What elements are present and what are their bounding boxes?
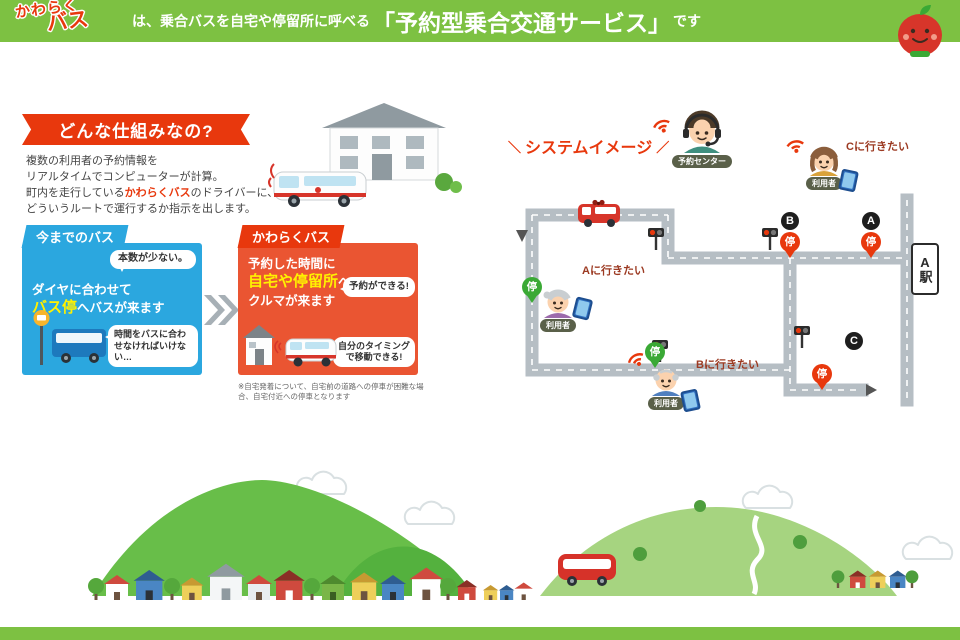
kawaraku-bus-panel: かわらくバス 予約した時間に 自宅や停留所へ クルマが来ます 予約ができる! 自… bbox=[237, 225, 418, 375]
system-image-heading-text: システムイメージ bbox=[525, 140, 653, 157]
cloud-icon bbox=[741, 484, 794, 509]
elderly-woman-avatar-icon bbox=[543, 289, 572, 318]
heading-mark-left: ＼ bbox=[508, 139, 522, 155]
traffic-signal-icon bbox=[648, 228, 664, 250]
traffic-signal-icon bbox=[762, 228, 778, 250]
cloud-icon bbox=[295, 470, 348, 495]
route-arrow-right-icon bbox=[866, 384, 877, 396]
howit-line2: リアルタイムでコンピューターが計算。 bbox=[26, 170, 224, 183]
header-band bbox=[0, 0, 960, 42]
kawaraku-bus-tab: かわらくバス bbox=[237, 225, 345, 248]
bus-stop-illustration bbox=[33, 310, 106, 365]
old-bus-tab: 今までのバス bbox=[21, 225, 129, 248]
how-it-works-description: 複数の利用者の予約情報を リアルタイムでコンピューターが計算。 町内を走行してい… bbox=[26, 154, 288, 218]
user-b: 利用者 bbox=[648, 360, 684, 410]
stop-badge-b: B bbox=[781, 212, 799, 230]
stop-pin-red-b: 停 bbox=[780, 232, 800, 258]
old-bus-line1: ダイヤに合わせて bbox=[32, 283, 132, 297]
red-bus-icon bbox=[558, 554, 616, 586]
village-houses bbox=[88, 563, 919, 600]
stop-pin-red-a: 停 bbox=[861, 232, 881, 258]
home-and-van-illustration bbox=[243, 325, 337, 367]
brand-inline: かわらくバス bbox=[124, 186, 191, 199]
cloud-icon bbox=[901, 535, 954, 560]
station-label: A駅 bbox=[911, 243, 939, 295]
user-label: 利用者 bbox=[806, 177, 842, 190]
operator-avatar-icon bbox=[683, 110, 721, 153]
heading-mark-right: ／ bbox=[656, 139, 670, 155]
apple-mascot-icon bbox=[898, 5, 942, 57]
kawaraku-bus-vehicle-icon bbox=[578, 199, 620, 227]
user-a: 利用者 bbox=[540, 282, 576, 332]
header-tagline: は、乗合バスを自宅や停留所に呼べる 「予約型乗合交通サービス」 です bbox=[132, 0, 701, 42]
route-arrow-down-icon bbox=[516, 230, 528, 242]
user-c: 利用者 bbox=[806, 140, 842, 190]
new-bus-bubble-own-timing: 自分のタイミングで移動できる! bbox=[330, 336, 415, 367]
system-image-heading: ＼ システムイメージ ／ bbox=[508, 134, 669, 158]
operator-label: 予約センター bbox=[672, 155, 732, 168]
route-map-illustration bbox=[516, 193, 914, 407]
want-a-label: Aに行きたい bbox=[582, 265, 645, 277]
user-label: 利用者 bbox=[648, 397, 684, 410]
elderly-man-avatar-icon bbox=[652, 369, 680, 396]
traffic-signal-icon bbox=[794, 326, 810, 348]
tagline-highlight: 「予約型乗合交通サービス」 bbox=[372, 10, 671, 36]
section-heading-how-it-works: どんな仕組みなの? bbox=[22, 114, 250, 145]
how-it-works-heading-text: どんな仕組みなの? bbox=[58, 122, 214, 141]
hill-path bbox=[749, 514, 765, 596]
stop-pin-green-a: 停 bbox=[522, 277, 542, 303]
cloud-icon bbox=[403, 500, 456, 525]
wifi-signal-icon bbox=[653, 119, 670, 133]
wifi-signal-icon bbox=[786, 140, 804, 153]
user-label: 利用者 bbox=[540, 319, 576, 332]
call-center-operator: 予約センター bbox=[672, 106, 732, 168]
right-hill bbox=[540, 507, 897, 596]
new-bus-line1: 予約した時間に bbox=[248, 257, 336, 271]
young-woman-avatar-icon bbox=[809, 146, 839, 176]
house-and-van-illustration bbox=[268, 103, 462, 207]
stop-badge-a: A bbox=[862, 212, 880, 230]
tagline-post: です bbox=[673, 13, 701, 29]
wifi-signal-icon bbox=[627, 353, 644, 366]
old-bus-bubble-few-buses: 本数が少ない。 bbox=[110, 250, 196, 271]
home-pickup-footnote: ※自宅発着について、自宅前の道路への停車が困難な場合、自宅付近への停車となります bbox=[238, 382, 424, 401]
howit-line3: 町内を走行しているかわらくバスのドライバーに、 bbox=[26, 186, 279, 199]
transition-chevrons-icon bbox=[204, 295, 239, 325]
stop-pin-red-c: 停 bbox=[812, 364, 832, 390]
new-bus-line3: クルマが来ます bbox=[248, 294, 336, 308]
logo-text-line2: バス bbox=[45, 7, 90, 36]
tagline-pre: は、乗合バスを自宅や停留所に呼べる bbox=[132, 13, 370, 29]
old-bus-bubble-adjust-time: 時間をバスに合わせなければいけない… bbox=[105, 325, 198, 367]
want-b-label: Bに行きたい bbox=[696, 359, 759, 371]
footer-band bbox=[0, 627, 960, 640]
stop-badge-c: C bbox=[845, 332, 863, 350]
stop-pin-green-b: 停 bbox=[645, 342, 665, 368]
old-bus-panel: 今までのバス 本数が少ない。 ダイヤに合わせて バス停へバスが来ます 時間をバス… bbox=[21, 225, 202, 375]
want-c-label: Cに行きたい bbox=[846, 141, 909, 153]
new-bus-bubble-can-reserve: 予約ができる! bbox=[340, 277, 415, 297]
landscape-illustration bbox=[88, 470, 954, 600]
howit-line4: どういうルートで運行するか指示を出します。 bbox=[26, 202, 256, 215]
howit-line1: 複数の利用者の予約情報を bbox=[26, 155, 158, 167]
